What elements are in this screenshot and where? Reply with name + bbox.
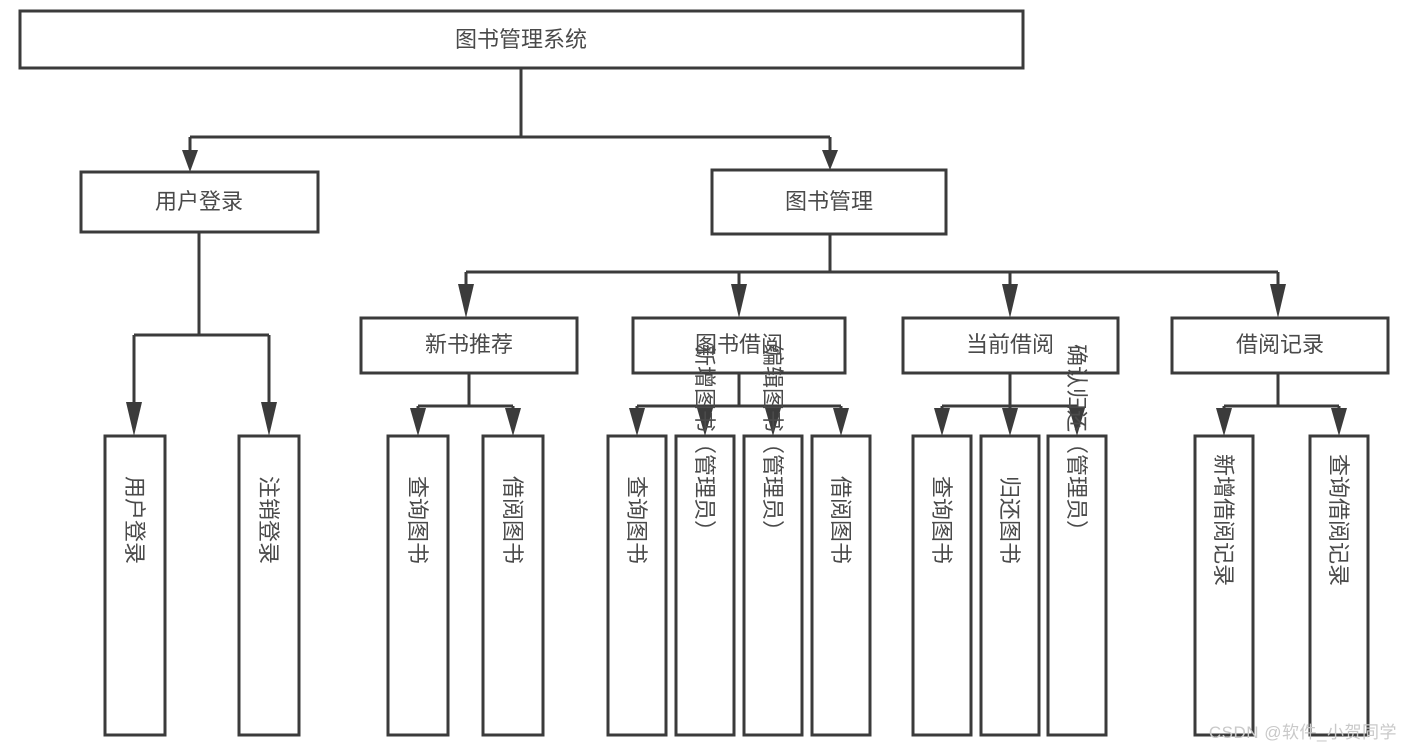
node-leaf-13[interactable]: 查询借阅记录 <box>1308 434 1370 737</box>
node-leaf-5-label: 查询图书 <box>624 476 649 564</box>
arrow-to-newbook <box>458 284 474 318</box>
arrow-to-leaf7 <box>765 408 781 436</box>
node-leaf-9-box[interactable] <box>911 434 973 737</box>
arrow-to-leaf2 <box>261 402 277 436</box>
node-bookmgmt-box[interactable] <box>710 168 948 236</box>
node-leaf-13-box[interactable] <box>1308 434 1370 737</box>
node-leaf-1-label: 用户登录 <box>122 476 147 564</box>
node-leaf-10-box[interactable] <box>979 434 1041 737</box>
node-leaf-7[interactable]: 编辑图书（管理员） <box>742 344 804 737</box>
connector-layer <box>126 68 1347 436</box>
node-login-label: 用户登录 <box>155 189 243 214</box>
arrow-to-bookmgmt <box>822 150 838 170</box>
node-leaf-11-label: 确认归还（管理员） <box>1064 344 1089 542</box>
node-root-label: 图书管理系统 <box>455 27 587 52</box>
node-newbook-label: 新书推荐 <box>425 332 513 357</box>
node-leaf-1-box[interactable] <box>103 434 167 737</box>
node-bookmgmt[interactable]: 图书管理 <box>710 168 948 236</box>
node-root[interactable]: 图书管理系统 <box>18 9 1025 70</box>
arrow-to-leaf6 <box>697 408 713 436</box>
node-leaf-5-box[interactable] <box>606 434 668 737</box>
arrow-to-records <box>1270 284 1286 318</box>
arrow-to-leaf12 <box>1216 408 1232 436</box>
node-current-label: 当前借阅 <box>966 332 1054 357</box>
node-leaf-2-box[interactable] <box>237 434 301 737</box>
node-root-box[interactable] <box>18 9 1025 70</box>
arrow-to-leaf9 <box>934 408 950 436</box>
node-borrow-box[interactable] <box>631 316 847 375</box>
arrow-to-borrow <box>731 284 747 318</box>
node-leaf-3-label: 查询图书 <box>405 476 430 564</box>
node-login[interactable]: 用户登录 <box>79 170 320 234</box>
node-leaf-8-box[interactable] <box>810 434 872 737</box>
node-records-box[interactable] <box>1170 316 1390 375</box>
arrow-to-leaf11 <box>1069 408 1085 436</box>
arrow-to-current <box>1002 284 1018 318</box>
node-current-box[interactable] <box>901 316 1120 375</box>
node-records[interactable]: 借阅记录 <box>1170 316 1390 375</box>
node-leaf-8[interactable]: 借阅图书 <box>810 434 872 737</box>
node-leaf-4-box[interactable] <box>481 434 545 737</box>
node-leaf-6-box[interactable] <box>674 434 736 737</box>
node-leaf-9-label: 查询图书 <box>929 476 954 564</box>
node-borrow-label: 图书借阅 <box>695 332 783 357</box>
node-current[interactable]: 当前借阅 <box>901 316 1120 375</box>
node-leaf-4[interactable]: 借阅图书 <box>481 434 545 737</box>
node-leaf-3-box[interactable] <box>386 434 450 737</box>
node-leaf-7-box[interactable] <box>742 434 804 737</box>
node-leaf-3[interactable]: 查询图书 <box>386 434 450 737</box>
node-leaf-4-label: 借阅图书 <box>500 476 525 564</box>
node-newbook[interactable]: 新书推荐 <box>359 316 579 375</box>
node-records-label: 借阅记录 <box>1236 332 1324 357</box>
node-leaf-1[interactable]: 用户登录 <box>103 434 167 737</box>
watermark: CSDN @软件_小贺同学 <box>1208 723 1397 742</box>
node-leaf-12-label: 新增借阅记录 <box>1211 454 1236 586</box>
node-leaf-11-box[interactable] <box>1046 434 1108 737</box>
node-leaf-6[interactable]: 新增图书（管理员） <box>674 344 736 737</box>
node-leaf-11[interactable]: 确认归还（管理员） <box>1046 344 1108 737</box>
arrow-to-leaf4 <box>505 408 521 436</box>
node-leaf-2-label: 注销登录 <box>256 476 281 564</box>
node-leaf-12[interactable]: 新增借阅记录 <box>1193 434 1255 737</box>
arrow-to-leaf3 <box>410 408 426 436</box>
node-leaf-5[interactable]: 查询图书 <box>606 434 668 737</box>
node-leaf-10[interactable]: 归还图书 <box>979 434 1041 737</box>
node-leaf-7-label: 编辑图书（管理员） <box>760 344 785 542</box>
node-leaf-8-label: 借阅图书 <box>828 476 853 564</box>
node-newbook-box[interactable] <box>359 316 579 375</box>
node-leaf-2[interactable]: 注销登录 <box>237 434 301 737</box>
node-leaf-12-box[interactable] <box>1193 434 1255 737</box>
arrow-to-leaf10 <box>1002 408 1018 436</box>
node-bookmgmt-label: 图书管理 <box>785 189 873 214</box>
arrow-to-leaf13 <box>1331 408 1347 436</box>
arrow-to-leaf5 <box>629 408 645 436</box>
node-login-box[interactable] <box>79 170 320 234</box>
node-leaf-10-label: 归还图书 <box>997 476 1022 564</box>
node-leaf-6-label: 新增图书（管理员） <box>692 344 717 542</box>
node-leaf-9[interactable]: 查询图书 <box>911 434 973 737</box>
arrow-to-login <box>182 150 198 172</box>
arrow-to-leaf1 <box>126 402 142 436</box>
arrow-to-leaf8 <box>833 408 849 436</box>
node-leaf-13-label: 查询借阅记录 <box>1326 454 1351 586</box>
node-borrow[interactable]: 图书借阅 <box>631 316 847 375</box>
